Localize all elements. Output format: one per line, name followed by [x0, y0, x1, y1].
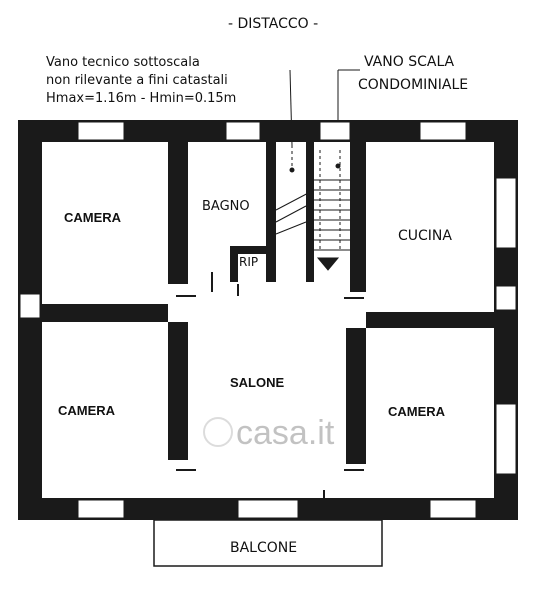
stair-label-line-1: VANO SCALA	[364, 54, 455, 70]
leader-lines	[289, 69, 360, 146]
watermark-icon	[203, 417, 233, 447]
room-label-camera-bottom-right: CAMERA	[388, 404, 446, 419]
note-line-2: non rilevante a fini catastali	[46, 73, 228, 88]
room-label-balcone: BALCONE	[230, 540, 297, 556]
room-label-rip: RIP	[239, 255, 258, 269]
room-label-salone: SALONE	[230, 375, 285, 390]
top-label: - DISTACCO -	[228, 16, 318, 32]
room-label-bagno: BAGNO	[202, 199, 250, 214]
room-label-cucina: CUCINA	[398, 228, 452, 244]
room-label-camera-top-left: CAMERA	[64, 210, 122, 225]
interior-walls	[42, 142, 494, 464]
windows	[19, 121, 517, 519]
watermark: casa.it	[203, 414, 335, 452]
staircase	[275, 145, 350, 271]
note-line-3: Hmax=1.16m - Hmin=0.15m	[46, 91, 236, 106]
note-line-1: Vano tecnico sottoscala	[46, 55, 200, 70]
balcony-outline	[153, 519, 383, 567]
stair-label-line-2: CONDOMINIALE	[358, 77, 468, 93]
watermark-text: casa.it	[236, 414, 335, 452]
room-label-camera-bottom-left: CAMERA	[58, 403, 116, 418]
door-marks	[176, 272, 364, 500]
